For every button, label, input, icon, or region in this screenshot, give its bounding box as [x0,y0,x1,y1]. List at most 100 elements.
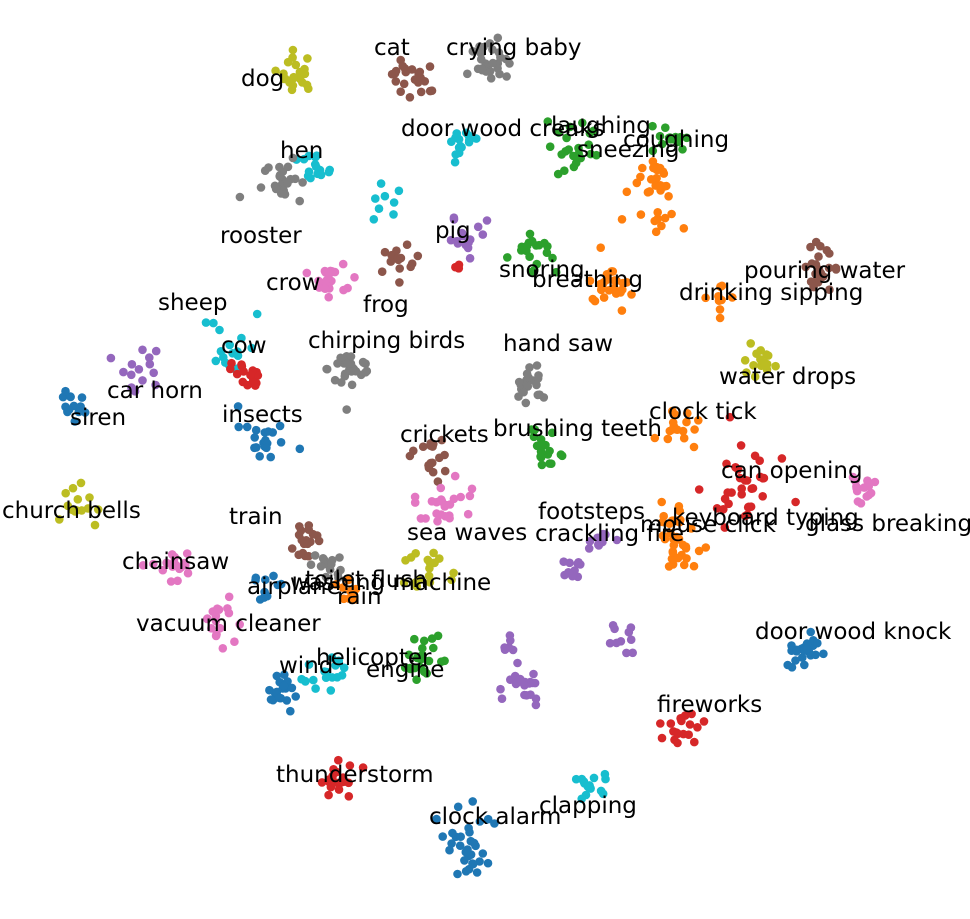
scatter-point [73,495,83,504]
scatter-point [536,435,546,444]
scatter-point [255,452,264,461]
scatter-point [525,229,535,239]
scatter-point [664,562,674,571]
cluster-label: door wood creaks [401,116,605,142]
scatter-point [638,163,647,173]
scatter-point [301,677,310,686]
scatter-point [234,422,243,432]
scatter-point [682,554,691,563]
scatter-point [545,446,554,456]
cluster-label: toilet flush [305,567,427,593]
scatter-point [571,774,581,784]
scatter-point [404,650,414,660]
scatter-point [679,560,689,570]
scatter-point [294,530,304,540]
scatter-point [300,64,309,74]
scatter-point [333,359,342,368]
cluster-label: sea waves [407,520,527,546]
scatter-point [648,157,658,166]
scatter-point [529,669,538,679]
scatter-point [657,733,667,743]
scatter-point [406,262,416,272]
scatter-point [201,318,211,327]
scatter-point [771,361,780,371]
scatter-point [622,278,632,287]
scatter-point [694,485,704,494]
scatter-point [295,444,305,454]
scatter-point [490,819,499,828]
scatter-point [202,614,212,624]
scatter-point [527,236,537,246]
scatter-point [304,551,313,561]
scatter-point [534,240,544,250]
cluster-label: hen [280,138,323,164]
scatter-point [496,684,505,694]
scatter-point [308,529,318,539]
scatter-point [298,178,307,187]
scatter-point [568,571,577,581]
cluster-label: breathing [532,267,643,293]
scatter-point [612,535,622,545]
scatter-point [318,554,328,563]
scatter-point [350,273,359,282]
scatter-point [271,66,280,76]
scatter-point [678,145,687,154]
scatter-point [437,435,447,445]
scatter-point [664,192,673,201]
scatter-point [432,814,441,824]
scatter-point [416,663,425,672]
scatter-point [395,278,404,287]
scatter-point [502,72,511,81]
scatter-point [578,118,587,128]
scatter-point [436,496,445,506]
scatter-point [358,763,368,772]
scatter-point [326,686,336,695]
scatter-point [127,360,137,369]
scatter-point [228,349,237,358]
scatter-point [682,133,691,143]
scatter-point [500,643,509,652]
scatter-point [608,267,618,276]
scatter-point [663,434,673,444]
scatter-point [693,723,702,732]
scatter-point [447,839,456,848]
scatter-point [657,497,666,507]
scatter-point [295,522,304,531]
scatter-point [138,376,147,385]
scatter-point [450,157,460,167]
scatter-point [648,121,657,131]
scatter-point [618,285,627,294]
scatter-point [679,224,689,233]
scatter-point [291,60,301,70]
cluster-label: crackling fire [535,521,684,547]
cluster-label: rooster [220,223,302,249]
scatter-point [585,536,595,546]
scatter-point [824,263,834,273]
scatter-point [819,649,828,659]
scatter-point [478,849,488,858]
scatter-point [859,483,869,492]
scatter-point [450,471,460,481]
scatter-point [251,443,261,452]
scatter-point [419,636,429,646]
scatter-point [801,262,810,272]
scatter-point [759,473,769,483]
scatter-point [521,398,531,408]
scatter-point [288,53,297,62]
scatter-point [77,506,86,515]
scatter-point [792,647,801,656]
scatter-point [496,53,505,62]
scatter-point [425,578,435,587]
scatter-point [436,510,446,519]
scatter-point [415,67,425,77]
scatter-point [145,359,155,369]
scatter-point [505,59,514,68]
scatter-point [324,292,334,302]
scatter-point [763,351,773,360]
scatter-point [90,520,100,530]
scatter-point [597,534,607,543]
scatter-point [445,845,454,855]
scatter-point [402,240,412,249]
scatter-point [677,716,686,726]
